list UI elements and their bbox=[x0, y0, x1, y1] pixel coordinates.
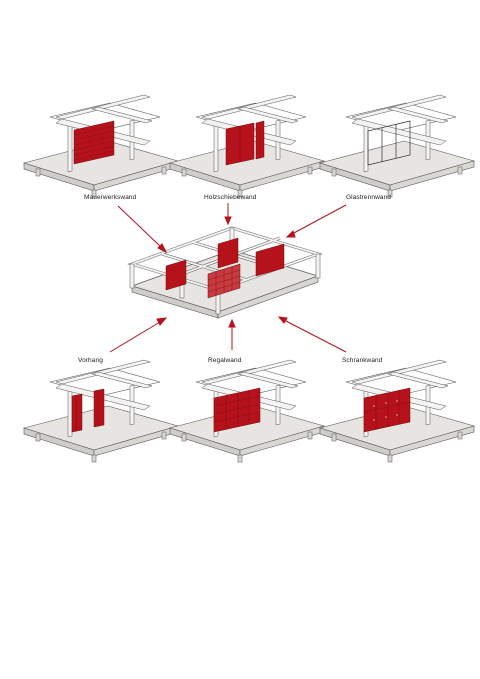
label-vorhang: Vorhang bbox=[78, 357, 103, 364]
red-infill-walls bbox=[165, 237, 285, 299]
label-schrankwand: Schrankwand bbox=[342, 357, 383, 364]
vignette-glastrennwand bbox=[319, 94, 475, 198]
curtain bbox=[71, 388, 105, 433]
cabinet-wall bbox=[363, 387, 411, 433]
sliding-wood-panels bbox=[225, 120, 265, 166]
masonry-wall bbox=[73, 120, 115, 165]
label-regalwand: Regalwand bbox=[208, 357, 242, 364]
label-mauerwerkswand: Mauerwerkswand bbox=[84, 194, 137, 201]
label-holzschiebewand: Holzschiebewand bbox=[204, 194, 257, 201]
vignette-holzschiebewand bbox=[169, 94, 325, 198]
arrows bbox=[109, 203, 347, 353]
central-house-model bbox=[127, 226, 323, 319]
glass-partition bbox=[367, 120, 411, 166]
shelf-wall bbox=[213, 387, 261, 433]
vignette-schrankwand bbox=[319, 359, 475, 463]
vignette-vorhang bbox=[23, 359, 179, 463]
label-glastrennwand: Glastrennwand bbox=[346, 194, 392, 201]
vignette-regalwand bbox=[169, 359, 325, 463]
vignette-mauerwerkswand bbox=[23, 94, 179, 198]
